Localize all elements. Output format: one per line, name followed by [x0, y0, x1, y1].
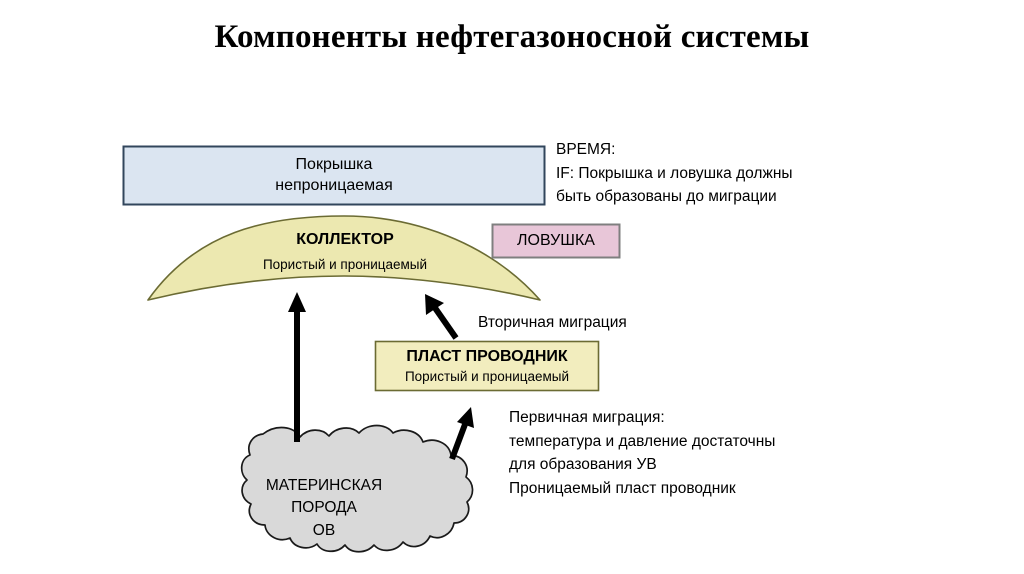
carrier-bed-title: ПЛАСТ ПРОВОДНИК — [406, 348, 568, 366]
arrow-up-right-icon — [449, 407, 474, 461]
reservoir-title: КОЛЛЕКТОР — [296, 231, 394, 248]
source-rock-blob — [240, 424, 474, 553]
seal-label-line1: Покрышка — [295, 156, 373, 174]
time-note-line2: IF: Покрышка и ловушка должны — [556, 164, 793, 182]
seal-rect — [122, 145, 546, 206]
source-rock-line1: МАТЕРИНСКАЯ — [265, 477, 383, 494]
primary-migration-line3: для образования УВ — [509, 456, 657, 474]
primary-migration-note: Первичная миграция: температура и давлен… — [509, 406, 775, 500]
seal-label-line2: непроницаемая — [275, 176, 393, 194]
seal-label: Покрышка непроницаемая — [123, 146, 545, 205]
time-note: ВРЕМЯ: IF: Покрышка и ловушка должны быт… — [556, 138, 793, 209]
page-title: Компоненты нефтегазоносной системы — [214, 19, 810, 55]
carrier-bed-label: ПЛАСТ ПРОВОДНИК Пористый и проницаемый — [375, 341, 599, 391]
reservoir-subtitle: Пористый и проницаемый — [262, 257, 428, 272]
secondary-migration-label: Вторичная миграция — [478, 314, 627, 331]
trap-label: ЛОВУШКА — [517, 231, 595, 249]
primary-migration-line2: температура и давление достаточны — [509, 432, 776, 450]
carrier-bed-rect — [374, 340, 600, 392]
arrow-up-icon — [288, 292, 306, 442]
reservoir-lens — [147, 215, 541, 301]
source-rock-line2: ПОРОДА — [291, 499, 357, 517]
trap-rect — [491, 223, 621, 259]
time-note-line3: быть образованы до миграции — [556, 188, 777, 206]
arrow-up-left-icon — [425, 294, 459, 340]
carrier-bed-subtitle: Пористый и проницаемый — [404, 368, 570, 384]
primary-migration-line4: Проницаемый пласт проводник — [509, 479, 736, 497]
time-note-line1: ВРЕМЯ: — [556, 141, 616, 158]
source-rock-label: МАТЕРИНСКАЯ ПОРОДА ОВ — [180, 475, 468, 542]
primary-migration-line1: Первичная миграция: — [509, 409, 665, 426]
source-rock-line3: ОВ — [312, 521, 336, 539]
